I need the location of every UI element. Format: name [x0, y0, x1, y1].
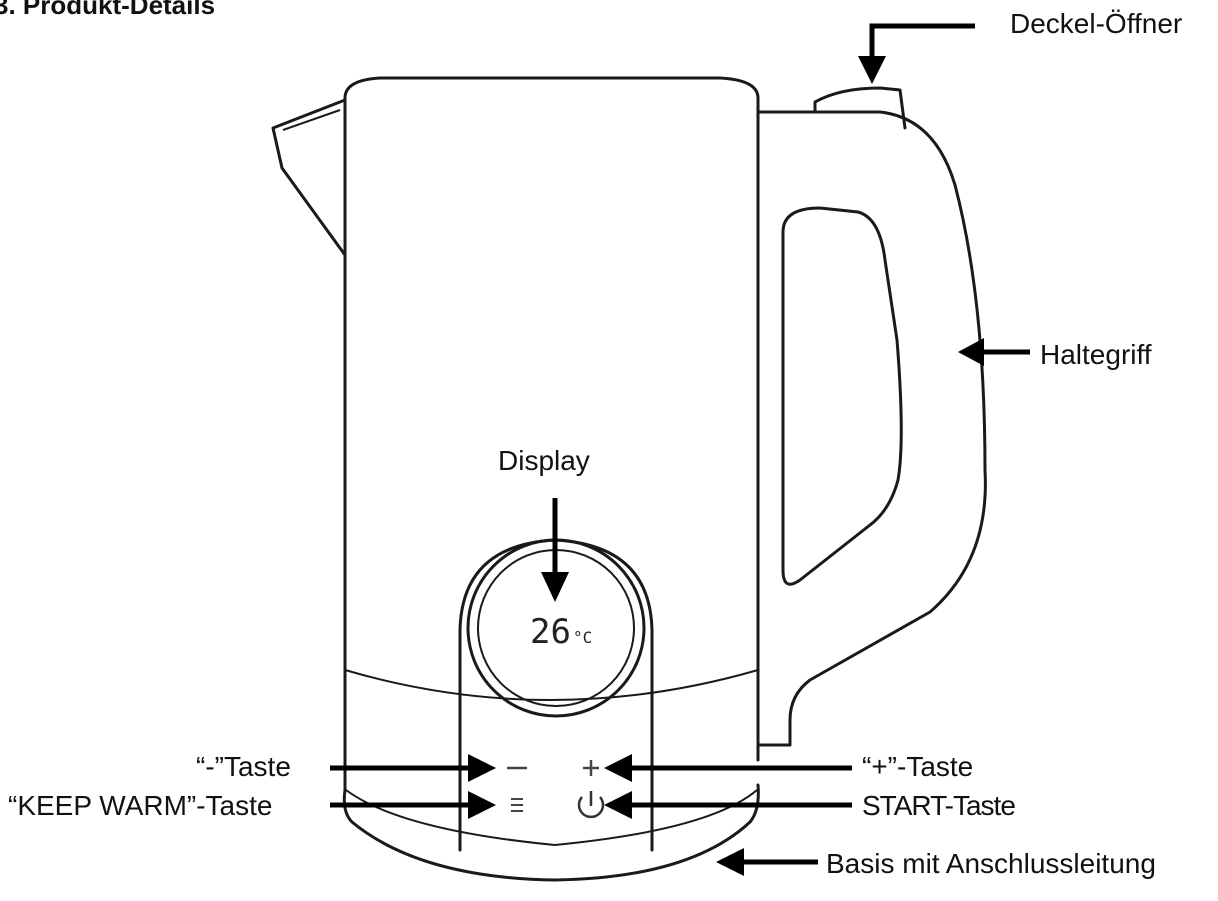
display-unit: °C — [573, 628, 592, 647]
label-plus-button: “+”-Taste — [862, 751, 973, 782]
plus-icon[interactable] — [583, 760, 599, 776]
label-start-button: START-Taste — [862, 790, 1015, 821]
kettle-lower-band — [344, 669, 759, 701]
power-icon[interactable] — [577, 791, 605, 819]
label-display: Display — [498, 445, 590, 476]
kettle-handle-inner — [781, 206, 903, 586]
label-keep-warm-button: “KEEP WARM”-Taste — [8, 790, 272, 821]
label-lid-opener: Deckel-Öffner — [1010, 8, 1182, 39]
kettle-spout-inner — [282, 109, 341, 131]
kettle-base — [342, 783, 760, 882]
keep-warm-icon[interactable] — [511, 798, 523, 812]
label-minus-button: “-”Taste — [196, 751, 291, 782]
kettle-spout — [271, 98, 347, 257]
label-base: Basis mit Anschlussleitung — [826, 848, 1156, 879]
kettle-base-rim — [345, 789, 758, 847]
label-handle: Haltegriff — [1040, 339, 1152, 370]
lid-opener — [813, 86, 907, 130]
callout-arrows — [330, 23, 1030, 876]
kettle-body — [343, 76, 760, 762]
display-value: 26 — [530, 612, 571, 652]
section-title: 3. Produkt-Details — [0, 0, 215, 20]
kettle-handle-outer — [756, 110, 987, 747]
